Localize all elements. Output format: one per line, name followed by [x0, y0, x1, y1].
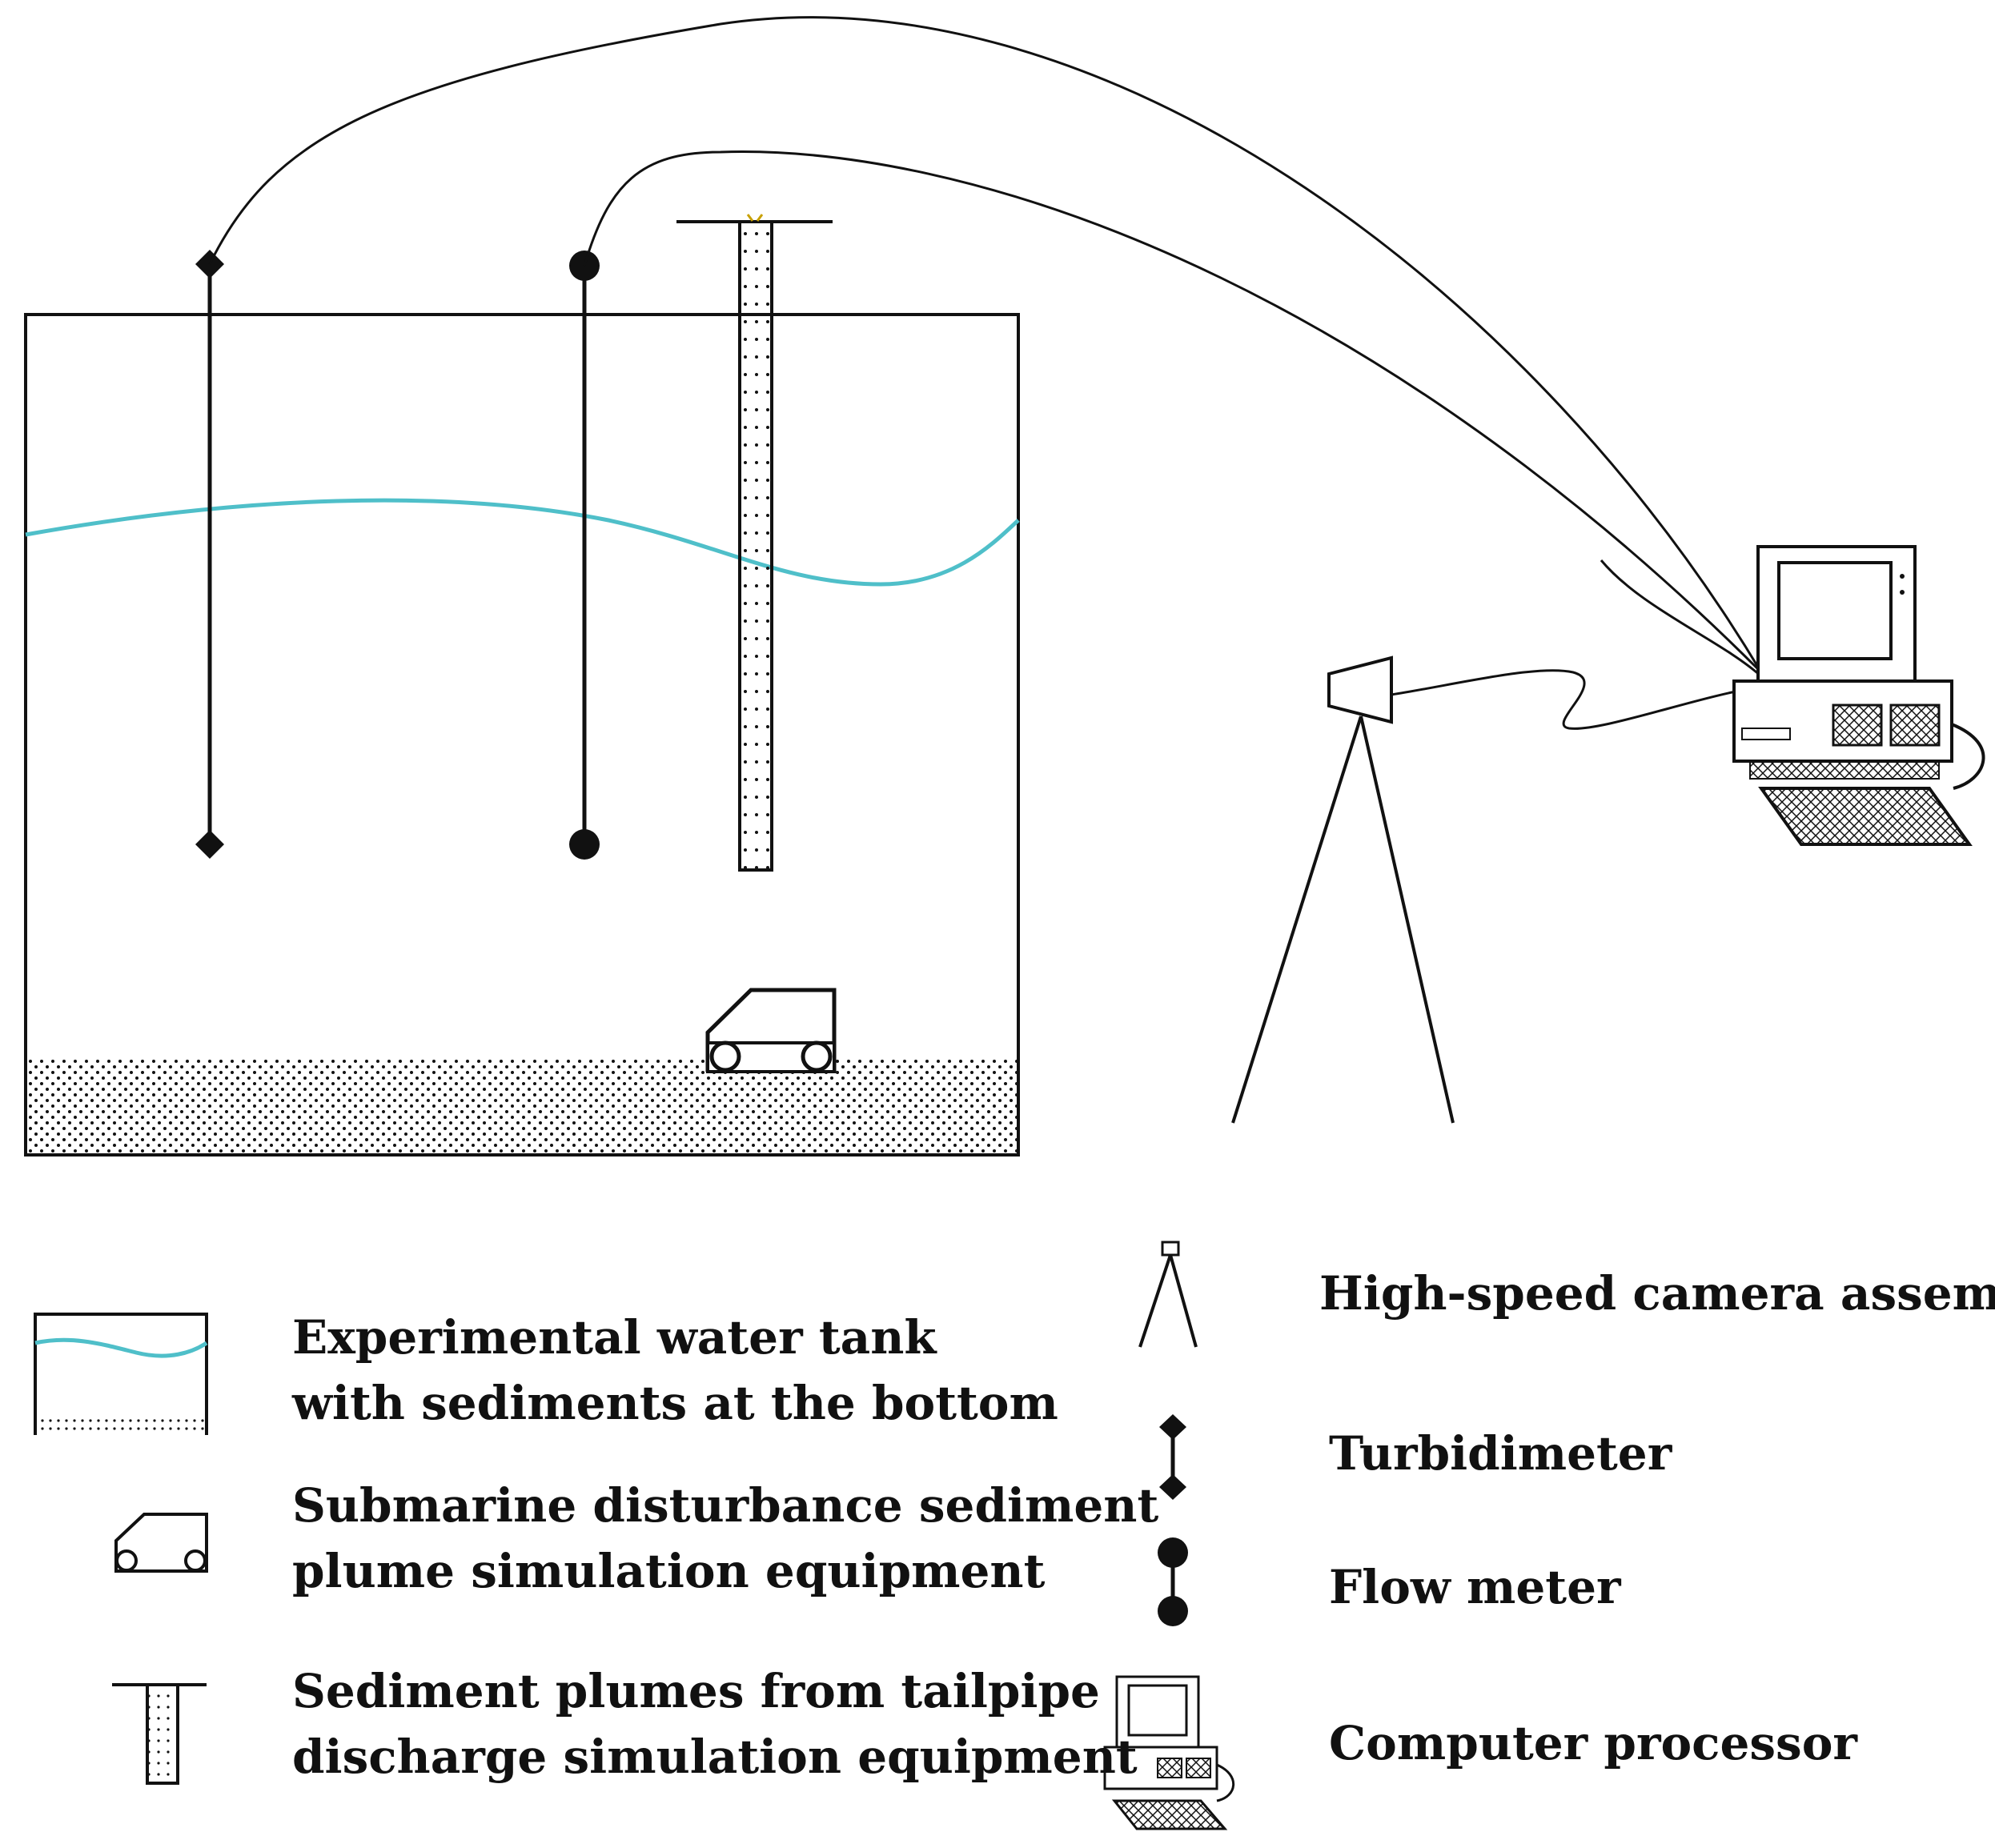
legend-computer-label: Computer processor — [1329, 1710, 1857, 1776]
legend-disturbance-label: Submarine disturbance sediment plume sim… — [292, 1473, 1158, 1604]
legend-turbidimeter-text: Turbidimeter — [1329, 1426, 1672, 1481]
legend-tank-line1: Experimental water tank — [292, 1310, 937, 1365]
water-tank-icon — [34, 1313, 208, 1435]
legend-disturbance-line2: plume simulation equipment — [292, 1544, 1046, 1598]
diamond-probe-icon — [1159, 1414, 1186, 1500]
legend-tailpipe-line1: Sediment plumes from tailpipe — [292, 1664, 1100, 1718]
legend-tank-line2: with sediments at the bottom — [292, 1376, 1058, 1430]
computer-icon — [1103, 1675, 1235, 1830]
sediment-bed — [26, 1059, 1018, 1155]
water-tank — [24, 313, 1020, 1157]
legend-tailpipe-line2: discharge simulation equipment — [292, 1730, 1138, 1784]
disturbance-vehicle — [705, 988, 837, 1073]
legend-camera-label: High-speed camera assembly — [1319, 1261, 1995, 1326]
tailpipe-discharge — [676, 214, 833, 872]
tripod-camera-icon — [1138, 1241, 1198, 1348]
high-speed-camera — [1231, 655, 1762, 1124]
legend-disturbance-line1: Submarine disturbance sediment — [292, 1478, 1159, 1533]
legend-camera-text: High-speed camera assembly — [1319, 1266, 1995, 1321]
turbidimeter-probe — [195, 250, 224, 859]
legend-flow-meter-text: Flow meter — [1329, 1560, 1621, 1614]
circle-probe-icon — [1158, 1537, 1188, 1626]
legend-computer-text: Computer processor — [1329, 1716, 1857, 1770]
signal-cables — [208, 16, 1763, 678]
legend-tailpipe-label: Sediment plumes from tailpipe discharge … — [292, 1658, 1138, 1790]
legend-flow-meter-label: Flow meter — [1329, 1554, 1621, 1620]
legend-turbidimeter-label: Turbidimeter — [1329, 1421, 1672, 1486]
water-surface — [25, 498, 1020, 587]
vehicle-icon — [114, 1513, 208, 1573]
tailpipe-icon — [112, 1683, 207, 1785]
computer-processor — [1732, 545, 1985, 846]
legend-tank-label: Experimental water tank with sediments a… — [292, 1305, 1058, 1436]
tank-outline — [24, 313, 1020, 1157]
flow-meter-probe — [569, 251, 600, 860]
